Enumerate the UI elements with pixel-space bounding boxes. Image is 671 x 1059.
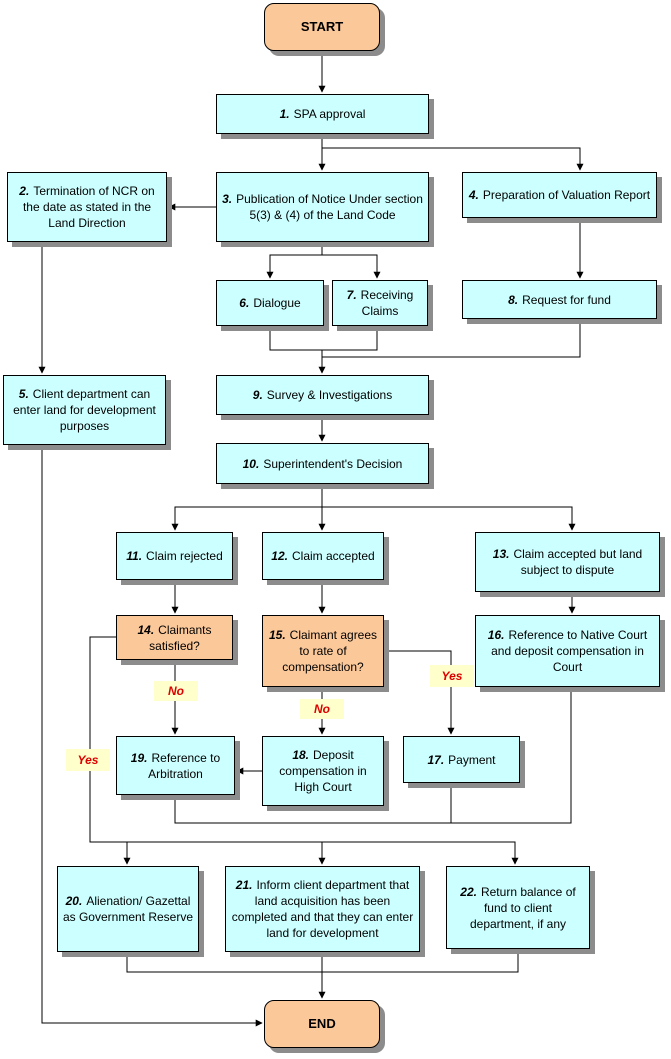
- step-13-claim-dispute: 13.Claim accepted but land subject to di…: [475, 532, 660, 592]
- step-9-survey-investigations: 9.Survey & Investigations: [216, 375, 429, 415]
- step-14-claimants-satisfied: 14.Claimants satisfied?: [116, 615, 233, 660]
- step-3-publication-notice: 3.Publication of Notice Under section 5(…: [216, 172, 429, 242]
- step-6-dialogue: 6.Dialogue: [216, 280, 324, 326]
- step-19-reference-arbitration: 19.Reference to Arbitration: [116, 736, 235, 795]
- step-7-receiving-claims: 7.Receiving Claims: [332, 280, 428, 326]
- yes-label-rate: Yes: [430, 665, 474, 687]
- step-11-claim-rejected: 11.Claim rejected: [116, 532, 233, 580]
- start-terminal: START: [264, 3, 380, 51]
- step-2-termination-ncr: 2.Termination of NCR on the date as stat…: [7, 172, 167, 242]
- step-15-agrees-rate: 15.Claimant agrees to rate of compensati…: [262, 615, 384, 687]
- step-16-native-court: 16.Reference to Native Court and deposit…: [475, 615, 660, 687]
- step-8-request-fund: 8.Request for fund: [462, 280, 657, 319]
- end-terminal: END: [264, 1000, 380, 1048]
- step-1-spa-approval: 1.SPA approval: [216, 94, 429, 134]
- step-21-inform-client: 21.Inform client department that land ac…: [225, 866, 420, 952]
- step-18-deposit-high-court: 18.Deposit compensation in High Court: [262, 736, 384, 806]
- step-20-alienation-gazettal: 20.Alienation/ Gazettal as Government Re…: [57, 866, 199, 952]
- step-10-superintendent-decision: 10.Superintendent's Decision: [216, 443, 429, 484]
- step-22-return-balance: 22.Return balance of fund to client depa…: [446, 866, 590, 949]
- yes-label-claimants: Yes: [66, 749, 110, 771]
- step-5-client-enter-land: 5.Client department can enter land for d…: [3, 375, 166, 445]
- step-12-claim-accepted: 12.Claim accepted: [262, 532, 384, 580]
- step-17-payment: 17.Payment: [403, 736, 520, 783]
- step-4-valuation-report: 4.Preparation of Valuation Report: [462, 172, 657, 218]
- no-label-rate: No: [300, 699, 344, 719]
- no-label-claimants: No: [154, 681, 198, 701]
